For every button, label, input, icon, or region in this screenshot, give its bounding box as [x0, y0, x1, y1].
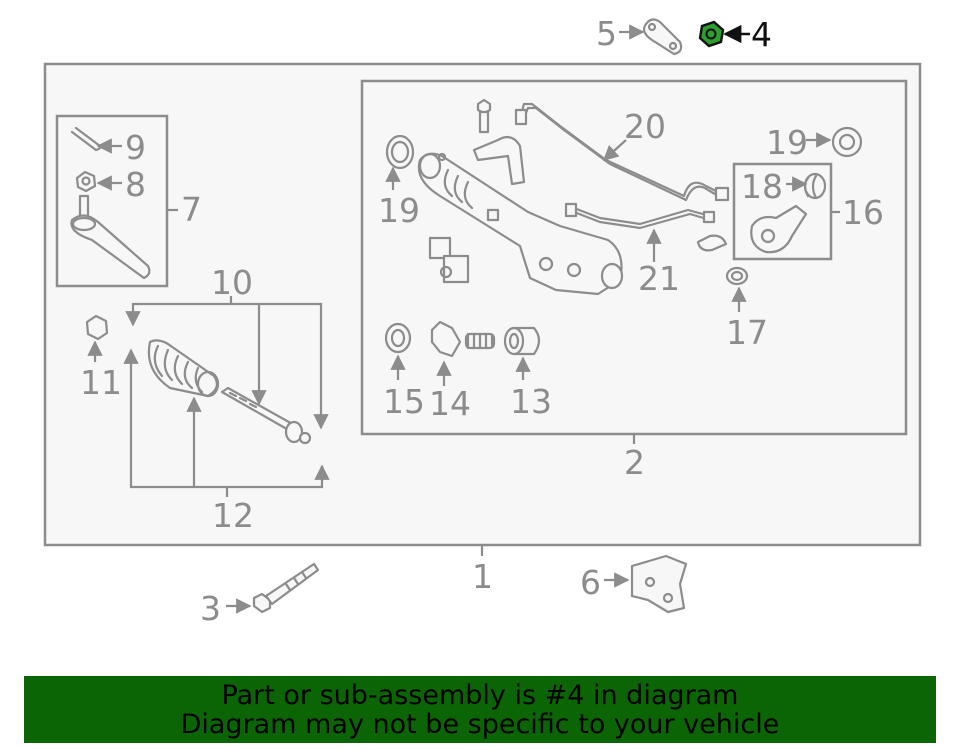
part-13-bushing[interactable] — [503, 326, 541, 356]
part-21-return-line[interactable] — [564, 202, 716, 230]
part-11-nut[interactable] — [85, 314, 109, 341]
label-19b[interactable]: 19 — [766, 123, 808, 162]
label-1[interactable]: 1 — [472, 557, 493, 596]
part-2-clamp[interactable] — [472, 135, 526, 186]
part-7-tie-rod-end[interactable] — [70, 194, 151, 280]
part-2-rack-housing[interactable] — [417, 152, 624, 296]
part-5-plate[interactable] — [642, 18, 683, 56]
part-4-nut[interactable] — [698, 20, 725, 48]
part-6-bracket[interactable] — [630, 554, 688, 614]
label-8[interactable]: 8 — [125, 165, 146, 204]
part-2-mount-bushing[interactable] — [428, 236, 470, 284]
label-17[interactable]: 17 — [726, 313, 768, 352]
part-2-bolt[interactable] — [476, 98, 492, 134]
banner-line-1: Part or sub-assembly is #4 in diagram — [221, 680, 739, 711]
label-19a[interactable]: 19 — [378, 191, 420, 230]
part-3-bolt[interactable] — [252, 562, 320, 614]
part-20-pressure-line[interactable] — [514, 102, 730, 202]
info-banner: Part or sub-assembly is #4 in diagram Di… — [24, 676, 936, 743]
label-15[interactable]: 15 — [383, 382, 425, 421]
label-21[interactable]: 21 — [638, 259, 680, 298]
label-4[interactable]: 4 — [751, 15, 772, 54]
assembly-7-frame — [55, 114, 169, 288]
part-19-right-bushing[interactable] — [831, 126, 863, 158]
label-2[interactable]: 2 — [624, 443, 645, 482]
label-9[interactable]: 9 — [125, 128, 146, 167]
banner-line-2: Diagram may not be specific to your vehi… — [180, 709, 780, 740]
part-17-o-ring[interactable] — [725, 266, 749, 286]
label-3[interactable]: 3 — [200, 589, 221, 628]
part-8-nut[interactable] — [75, 170, 97, 193]
label-14[interactable]: 14 — [429, 384, 471, 423]
part-14-nut-spring[interactable] — [430, 320, 496, 358]
part-2-small-fitting[interactable] — [696, 234, 728, 252]
label-6[interactable]: 6 — [580, 563, 601, 602]
label-5[interactable]: 5 — [596, 14, 617, 53]
label-20[interactable]: 20 — [624, 107, 666, 146]
label-7[interactable]: 7 — [181, 190, 202, 229]
label-13[interactable]: 13 — [510, 382, 552, 421]
part-15-ring[interactable] — [384, 322, 412, 354]
label-18[interactable]: 18 — [741, 167, 783, 206]
label-12[interactable]: 12 — [212, 496, 254, 535]
part-20-arrow — [602, 139, 627, 162]
part-16-valve[interactable] — [750, 204, 808, 254]
part-19-left-bushing[interactable] — [385, 134, 415, 170]
label-11[interactable]: 11 — [80, 363, 122, 402]
label-16[interactable]: 16 — [842, 193, 884, 232]
part-18-seal[interactable] — [803, 172, 827, 200]
label-10[interactable]: 10 — [211, 263, 253, 302]
